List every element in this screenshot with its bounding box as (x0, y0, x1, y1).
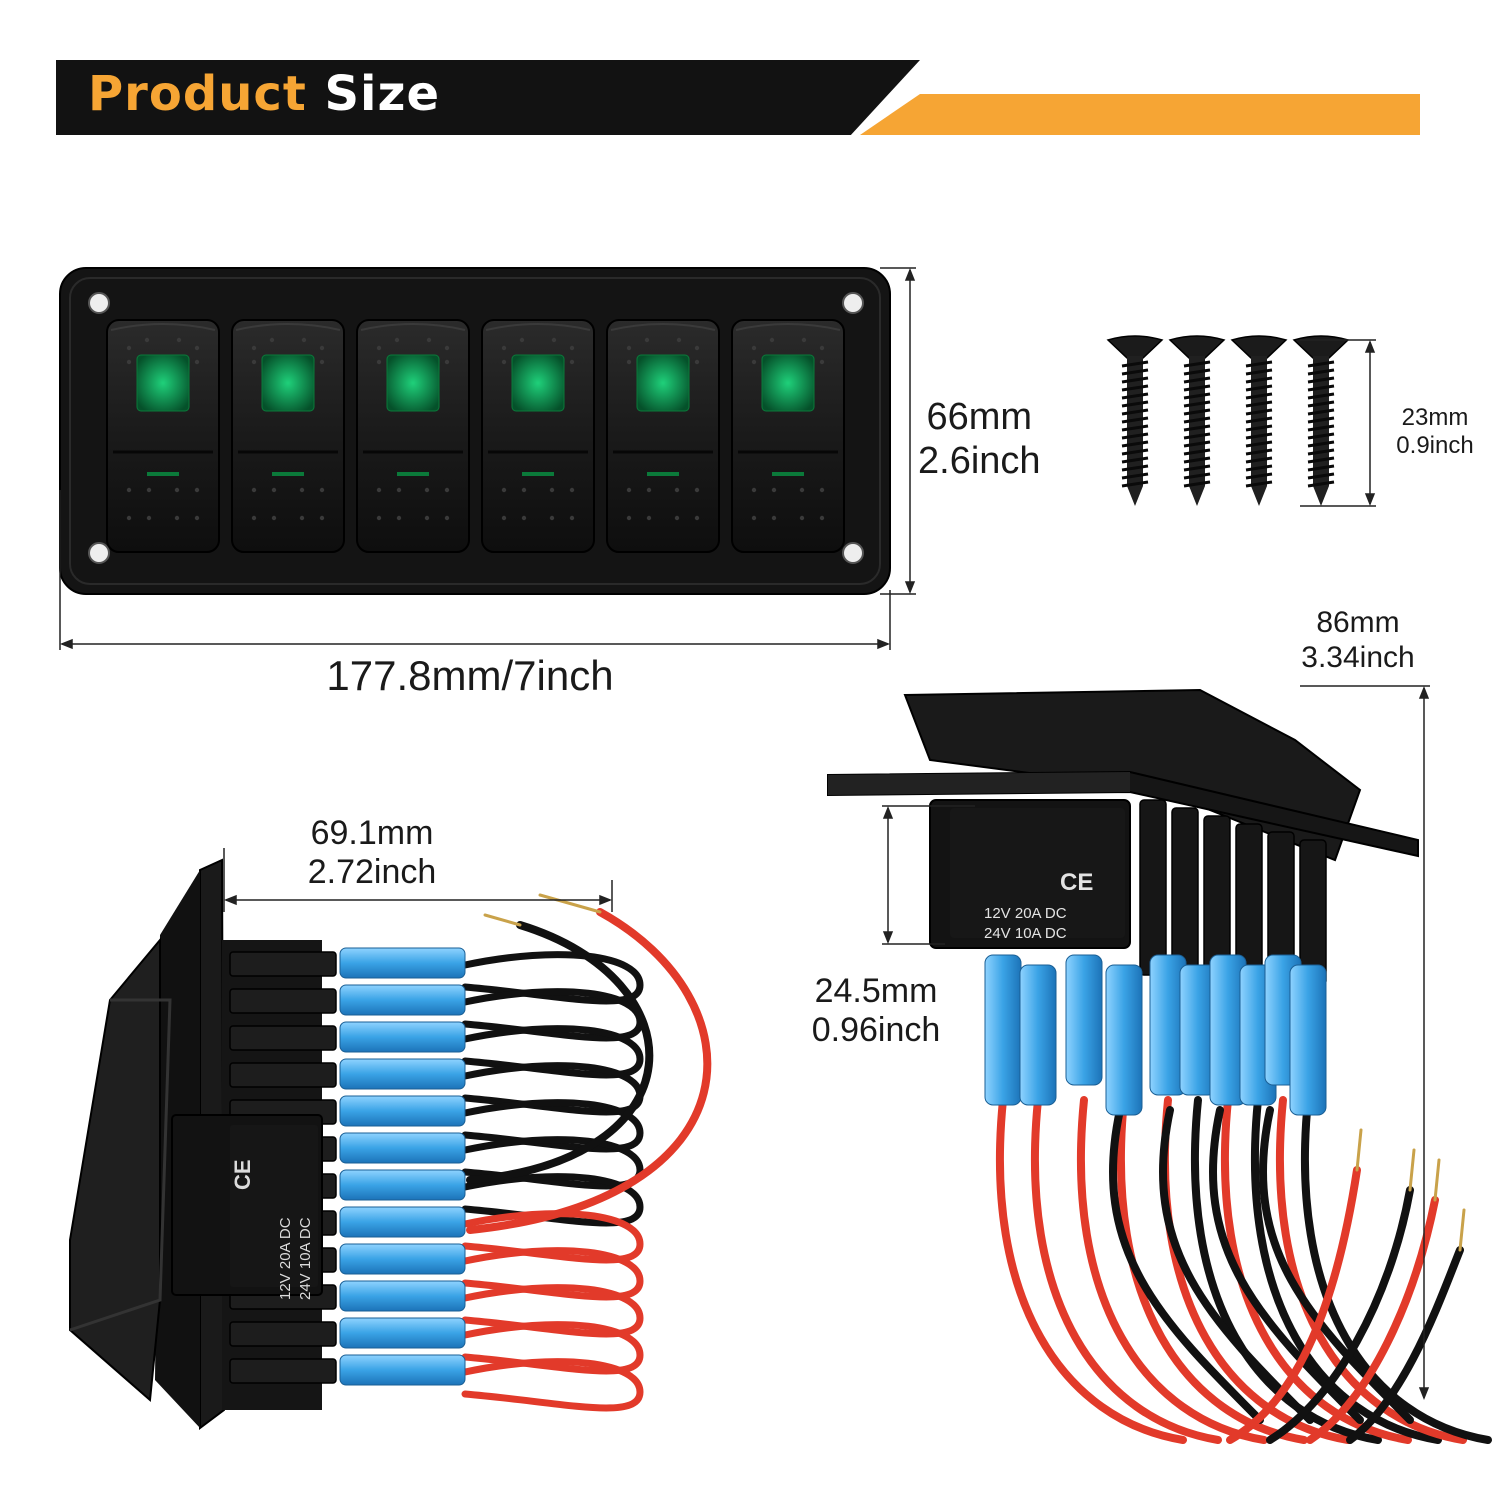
rocker-switches (106, 319, 845, 553)
rating-line1-rear: 12V 20A DC (984, 905, 1067, 922)
led-indicator (761, 354, 815, 412)
blue-connector (339, 947, 466, 979)
screws (1106, 335, 1350, 506)
panel-height-mm: 66mm (926, 396, 1033, 438)
blue-connector (339, 1058, 466, 1090)
led-indicator (261, 354, 315, 412)
switch-depth-inch: 2.72inch (307, 853, 437, 892)
screw-length-label: 23mm 0.9inch (1380, 404, 1490, 459)
side-height-inch: 3.34inch (1301, 640, 1415, 674)
switch-depth-mm: 69.1mm (310, 814, 434, 852)
panel-height-inch: 2.6inch (918, 439, 1041, 482)
led-indicator (136, 354, 190, 412)
led-indicator (386, 354, 440, 412)
screw-length-inch: 0.9inch (1396, 431, 1474, 459)
rear-dimension (882, 685, 1430, 1401)
led-indicator (636, 354, 690, 412)
switch-panel-rear-view: CE 12V 20A DC 24V 10A DC (827, 688, 1492, 1444)
blue-connector (339, 1095, 466, 1127)
blue-connector (339, 1132, 466, 1164)
rating-line2-rear: 24V 10A DC (984, 925, 1067, 942)
page-title: Product Size (88, 66, 440, 122)
side-height-mm: 86mm (1316, 606, 1400, 639)
led-indicator (511, 354, 565, 412)
blue-connector (339, 984, 466, 1016)
blue-connector (339, 1354, 466, 1386)
screw (1292, 335, 1350, 506)
panel-width-text: 177.8mm/7inch (326, 652, 614, 699)
rocker-switch (606, 319, 720, 553)
switch-body-inch: 0.96inch (811, 1011, 941, 1050)
blue-connector (1065, 954, 1103, 1086)
ce-mark-rear: CE (1060, 869, 1093, 896)
rocker-switch (731, 319, 845, 553)
blue-connector (339, 1243, 466, 1275)
rocker-switch (231, 319, 345, 553)
dimension-lines (59, 267, 916, 650)
blue-connector (1289, 964, 1327, 1116)
header-banner: Product Size (56, 60, 1420, 135)
header-orange-bar (860, 94, 1420, 135)
switch-panel-side-view: CE 12V 20A DC 24V 10A DC (69, 858, 712, 1430)
rocker-switch (106, 319, 220, 553)
screw (1106, 335, 1164, 506)
panel-height-label: 66mm 2.6inch (918, 396, 1041, 483)
blue-connector (339, 1206, 466, 1238)
mount-hole (88, 292, 864, 564)
blue-connector (339, 1280, 466, 1312)
switch-depth-label: 69.1mm 2.72inch (282, 814, 462, 892)
rocker-switch (481, 319, 595, 553)
ce-mark-side: CE (230, 1159, 255, 1190)
side-height-label: 86mm 3.34inch (1288, 606, 1428, 675)
screw-length-mm: 23mm (1401, 404, 1469, 431)
switch-panel-front (59, 267, 891, 595)
header-black-bar (56, 60, 920, 135)
blue-connector (339, 1169, 466, 1201)
rocker-switch (356, 319, 470, 553)
blue-connector (339, 1317, 466, 1349)
side-dimension (223, 848, 613, 912)
blue-connector (1105, 964, 1143, 1116)
title-product: Product (88, 66, 307, 122)
blue-connector (1019, 964, 1057, 1106)
screw (1230, 335, 1288, 506)
screw-dimension (1300, 339, 1376, 507)
blue-connector (339, 1021, 466, 1053)
screw (1168, 335, 1226, 506)
blue-connector (984, 954, 1022, 1106)
title-size: Size (324, 66, 440, 122)
switch-body-mm: 24.5mm (814, 972, 938, 1010)
rating-line2-side: 24V 10A DC (297, 1217, 314, 1300)
panel-width-label: 177.8mm/7inch (300, 652, 640, 700)
switch-body-label: 24.5mm 0.96inch (796, 972, 956, 1050)
rating-line1-side: 12V 20A DC (277, 1217, 294, 1300)
